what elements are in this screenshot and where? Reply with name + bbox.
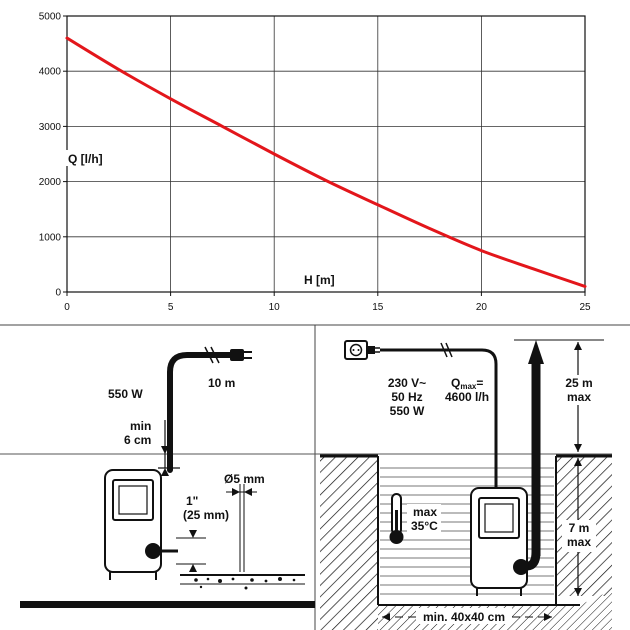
- depth-max-label: max: [567, 535, 591, 549]
- submersible-pump-right: [470, 487, 541, 596]
- x-tick-label: 0: [64, 302, 70, 313]
- temp-value-label: 35°C: [411, 519, 438, 533]
- hole-arrow-right: [232, 488, 240, 496]
- shaft-floor-right: [556, 590, 612, 630]
- shaft-wall-left: [320, 456, 378, 630]
- y-tick-label: 4000: [39, 67, 62, 78]
- min-depth-label-1: min: [130, 419, 151, 433]
- discharge-arrow: [528, 340, 544, 364]
- hole-diameter-label: Ø5 mm: [224, 472, 265, 486]
- chart-grid: [67, 16, 585, 292]
- frequency-label: 50 Hz: [391, 390, 422, 404]
- lift-label-bg: [562, 375, 596, 405]
- cable-break-mark: [204, 346, 220, 364]
- qmax-label: Qmax=: [451, 376, 483, 391]
- shaft-arrow-left: [382, 613, 390, 621]
- cable-break-mark-right: [440, 342, 453, 358]
- cable-length-label: 10 m: [208, 376, 235, 390]
- outlet-size-mm-label: (25 mm): [183, 508, 229, 522]
- x-axis-label: H [m]: [304, 273, 335, 287]
- outlet-arrow-up: [189, 564, 197, 572]
- depth-label: 7 m: [569, 521, 590, 535]
- min-depth-arrow-down: [161, 446, 169, 454]
- left-installation-diagram: 10 m 550 W min 6 cm 1" (25 mm) Ø5 mm: [0, 346, 315, 608]
- outlet-arrow-down: [189, 530, 197, 538]
- socket-icon: [344, 340, 380, 360]
- lift-max-label: max: [567, 390, 591, 404]
- y-tick-label: 3000: [39, 122, 62, 133]
- y-axis-ticks: 0 1000 2000 3000 4000 5000: [39, 12, 67, 299]
- x-axis-ticks: 0 5 10 15 20 25: [64, 292, 591, 313]
- min-depth-arrow-up: [161, 468, 169, 476]
- right-installation-diagram: 230 V~ 50 Hz 550 W Qmax= 4600 l/h 25 m m…: [315, 339, 612, 630]
- y-axis-label: Q [l/h]: [68, 152, 103, 166]
- xlabel-bg: [302, 271, 342, 287]
- temp-label-bg: [407, 504, 441, 534]
- submersible-pump: [104, 469, 178, 580]
- y-tick-label: 0: [55, 288, 61, 299]
- power-cable: [167, 352, 235, 473]
- plug-icon: [230, 349, 252, 361]
- power-label-right: 550 W: [390, 404, 425, 418]
- min-depth-label-2: 6 cm: [124, 433, 151, 447]
- x-tick-label: 20: [476, 302, 488, 313]
- floor-sediment: [180, 574, 305, 590]
- qmax-value: 4600 l/h: [445, 390, 489, 404]
- chart-frame: [66, 15, 586, 293]
- power-label: 550 W: [108, 387, 143, 401]
- voltage-label: 230 V~: [388, 376, 426, 390]
- x-tick-label: 10: [269, 302, 281, 313]
- depth-label-bg: [562, 520, 596, 552]
- lift-height-label: 25 m: [565, 376, 592, 390]
- x-tick-label: 15: [372, 302, 384, 313]
- lift-arrow-down: [574, 444, 582, 452]
- ylabel-bg: [66, 150, 112, 166]
- lift-arrow-up: [574, 342, 582, 350]
- ground-base: [20, 601, 315, 608]
- depth-arrow-up: [574, 458, 582, 466]
- thermometer-icon: [389, 493, 404, 544]
- y-tick-label: 1000: [39, 232, 62, 243]
- shaft-size-label: min. 40x40 cm: [423, 610, 505, 624]
- depth-arrow-down: [574, 588, 582, 596]
- outlet-size-label: 1": [186, 494, 198, 508]
- hole-arrow-left: [244, 488, 252, 496]
- performance-chart: 0 1000 2000 3000 4000 5000 0 5 10 15 20 25 Q [l/h]…: [39, 12, 591, 314]
- temp-max-label: max: [413, 505, 437, 519]
- power-cable-right: [380, 348, 498, 490]
- shaft-arrow-right: [544, 613, 552, 621]
- x-tick-label: 25: [579, 302, 591, 313]
- y-tick-label: 2000: [39, 177, 62, 188]
- x-tick-label: 5: [168, 302, 174, 313]
- y-tick-label: 5000: [39, 12, 62, 23]
- shaft-label-bg: [416, 608, 512, 624]
- series-line-q-vs-h: [65, 36, 587, 288]
